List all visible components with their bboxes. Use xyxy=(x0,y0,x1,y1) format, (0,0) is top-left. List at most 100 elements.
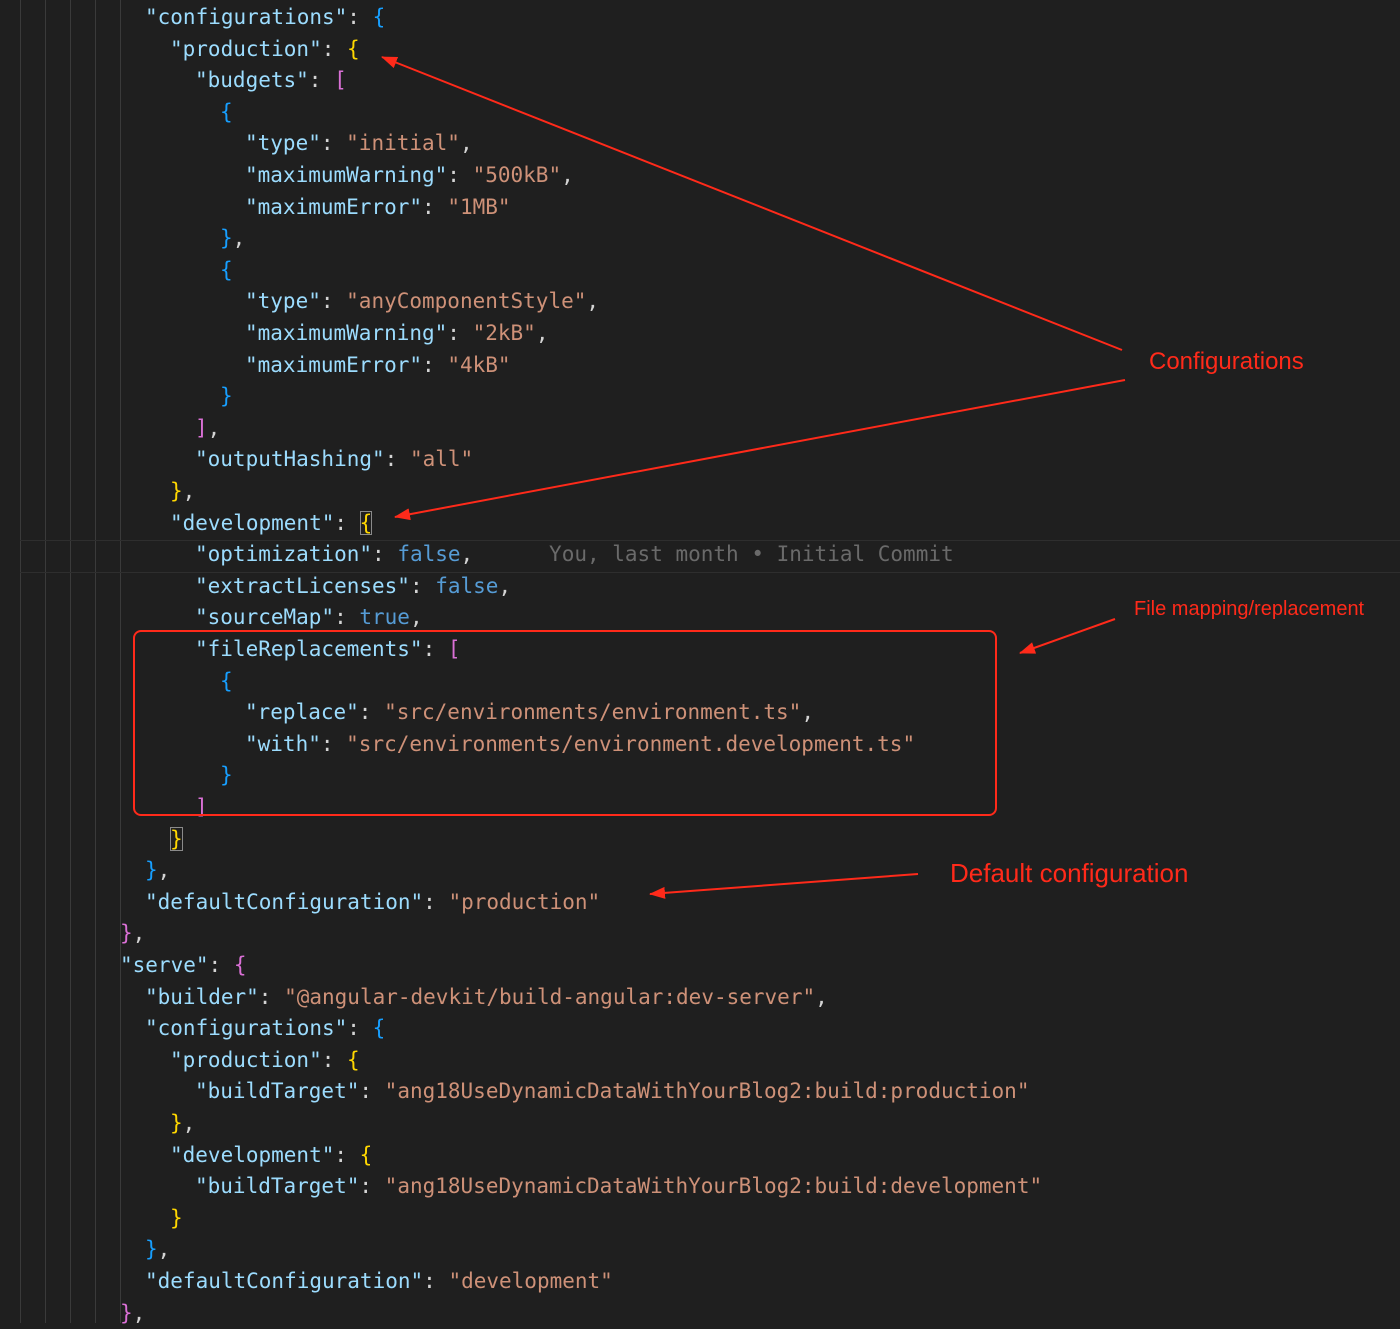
arrow-to-development xyxy=(394,379,1126,521)
code-line: "defaultConfiguration": "development" xyxy=(145,1266,613,1297)
code-line: "sourceMap": true, xyxy=(195,602,423,633)
code-token: : xyxy=(334,605,360,629)
code-line: "extractLicenses": false, xyxy=(195,571,511,602)
code-token: false xyxy=(397,542,461,566)
code-token: [ xyxy=(447,637,461,661)
code-token: , xyxy=(535,321,549,345)
code-token: , xyxy=(132,1301,146,1325)
code-token: "src/environments/environment.ts" xyxy=(384,700,802,724)
code-token: { xyxy=(372,5,386,29)
code-line: "maximumError": "4kB" xyxy=(245,350,511,381)
arrow-to-default-configuration xyxy=(649,873,919,899)
code-token: "initial" xyxy=(346,131,460,155)
code-line: }, xyxy=(170,476,195,507)
code-line: "fileReplacements": [ xyxy=(195,634,461,665)
code-line: "type": "initial", xyxy=(245,128,473,159)
code-token: , xyxy=(157,1237,171,1261)
code-token: , xyxy=(459,131,473,155)
code-token: : xyxy=(334,511,360,535)
code-token: "development" xyxy=(170,511,335,535)
code-line: }, xyxy=(145,855,170,886)
code-token: : xyxy=(384,447,410,471)
code-line: "with": "src/environments/environment.de… xyxy=(245,729,915,760)
code-line: "maximumWarning": "500kB", xyxy=(245,160,574,191)
code-line: "configurations": { xyxy=(145,1013,385,1044)
code-line: "budgets": [ xyxy=(195,65,347,96)
code-token: : xyxy=(409,574,436,598)
code-line: ], xyxy=(195,413,220,444)
code-token: "replace" xyxy=(245,700,359,724)
code-token: "defaultConfiguration" xyxy=(145,890,424,914)
code-token: } xyxy=(170,1111,183,1135)
indent-guide xyxy=(95,0,96,1323)
code-token: "development" xyxy=(448,1269,613,1293)
code-token: } xyxy=(145,858,158,882)
code-token: : xyxy=(347,5,373,29)
annotation-configurations: Configurations xyxy=(1149,348,1304,375)
code-line: } xyxy=(220,760,233,791)
code-token: , xyxy=(132,921,146,945)
arrow-to-production xyxy=(381,56,1123,351)
git-blame-annotation: You, last month • Initial Commit xyxy=(473,542,954,566)
code-token: [ xyxy=(334,68,347,92)
code-token: false xyxy=(435,574,499,598)
code-token: : xyxy=(320,289,347,313)
code-token: "optimization" xyxy=(195,542,373,566)
code-token: "buildTarget" xyxy=(195,1079,360,1103)
code-token: "production" xyxy=(448,890,601,914)
code-token: "builder" xyxy=(145,985,259,1009)
code-line: "serve": { xyxy=(120,950,246,981)
code-line: "configurations": { xyxy=(145,2,385,33)
code-token: { xyxy=(220,100,233,124)
code-token: { xyxy=(359,1143,373,1167)
current-line-highlight xyxy=(20,540,1400,573)
code-line: "maximumError": "1MB" xyxy=(245,192,511,223)
code-token: : xyxy=(372,542,398,566)
code-token: : xyxy=(447,321,473,345)
code-token: : xyxy=(320,131,347,155)
code-token: : xyxy=(208,953,234,977)
code-token: ] xyxy=(195,795,208,819)
code-token: : xyxy=(334,1143,360,1167)
code-token: "type" xyxy=(245,289,321,313)
code-line: }, xyxy=(170,1108,195,1139)
code-line: "builder": "@angular-devkit/build-angula… xyxy=(145,982,828,1013)
code-token: : xyxy=(320,732,347,756)
code-token: , xyxy=(815,985,828,1009)
code-token: : xyxy=(422,195,448,219)
code-token: "anyComponentStyle" xyxy=(346,289,587,313)
code-token: : xyxy=(321,37,348,61)
code-line: "outputHashing": "all" xyxy=(195,444,473,475)
code-token: "500kB" xyxy=(472,163,562,187)
code-line: "production": { xyxy=(170,1045,360,1076)
code-token: , xyxy=(157,858,171,882)
code-token: } xyxy=(220,763,233,787)
code-token: } xyxy=(145,1237,158,1261)
code-token: } xyxy=(170,479,183,503)
code-token: "development" xyxy=(170,1143,335,1167)
code-line: } xyxy=(170,824,183,855)
code-token: { xyxy=(220,258,233,282)
code-line: "buildTarget": "ang18UseDynamicDataWithY… xyxy=(195,1076,1029,1107)
code-token: { xyxy=(220,669,233,693)
code-token: "budgets" xyxy=(195,68,309,92)
code-token: , xyxy=(801,700,814,724)
annotation-file-mapping: File mapping/replacement xyxy=(1134,598,1365,620)
code-token: , xyxy=(232,226,246,250)
code-token: : xyxy=(447,163,473,187)
code-token: "2kB" xyxy=(472,321,536,345)
code-token: : xyxy=(423,890,449,914)
code-token: } xyxy=(220,226,233,250)
indent-guide xyxy=(45,0,46,1323)
code-token: : xyxy=(359,1079,385,1103)
code-token: "production" xyxy=(170,37,322,61)
code-token: "maximumWarning" xyxy=(245,163,448,187)
code-line: }, xyxy=(145,1234,170,1265)
code-token: } xyxy=(120,921,133,945)
code-token: } xyxy=(220,384,233,408)
code-token: : xyxy=(423,1269,449,1293)
code-token: : xyxy=(358,700,385,724)
code-token: "maximumError" xyxy=(245,195,423,219)
code-line: ] xyxy=(195,792,208,823)
